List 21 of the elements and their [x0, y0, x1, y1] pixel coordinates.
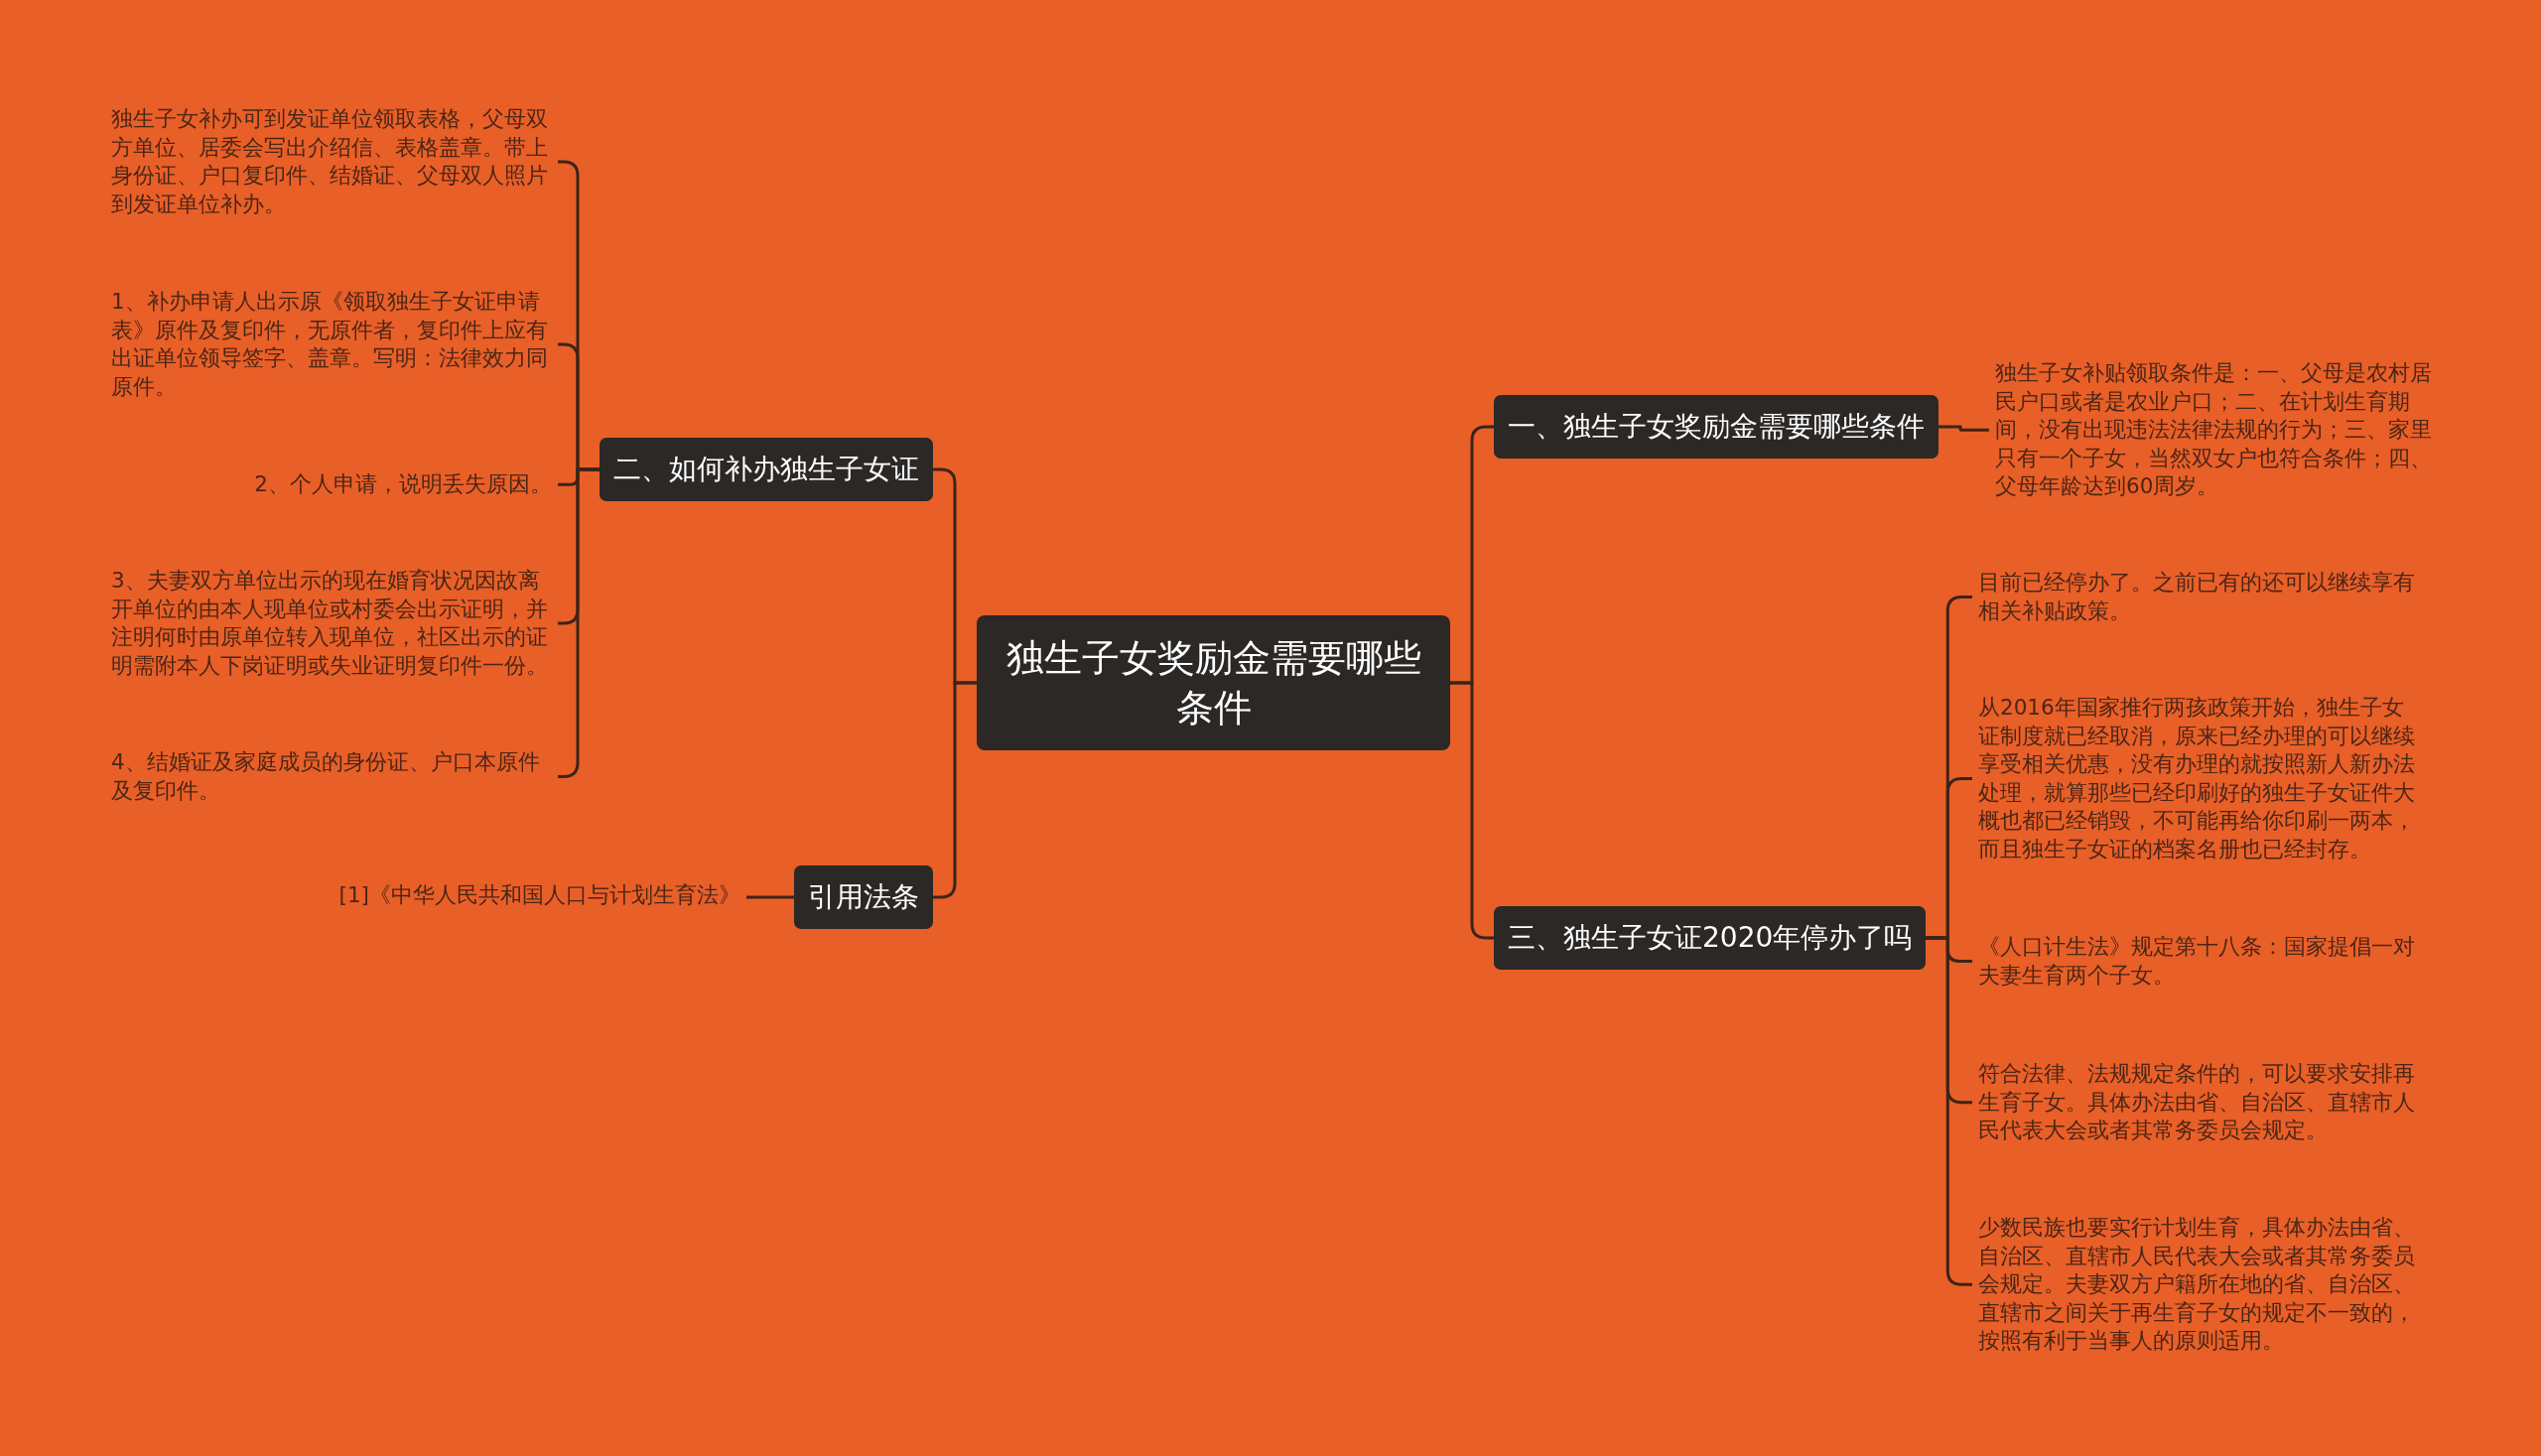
note-text: [1]《中华人民共和国人口与计划生育法》 [333, 881, 746, 910]
connector [1450, 681, 1494, 940]
connector [746, 895, 794, 899]
topic-box: 一、独生子女奖励金需要哪些条件 [1494, 395, 1939, 459]
note-text: 从2016年国家推行两孩政策开始，独生子女证制度就已经取消，原来已经办理的可以继续享受相关优惠，没有办理的就按照新人新办法处理，就算那些已经印刷好的独生子女证件大概也都已经销毁，不可能再给你印刷一两本，而且独生子女证的档案名册也已经封存。 [1972, 694, 2425, 863]
central-topic-box: 独生子女奖励金需要哪些条件 [977, 615, 1450, 750]
note-text: 1、补办申请人出示原《领取独生子女证申请表》原件及复印件，无原件者，复印件上应有出证单位领导签字、盖章。写明：法律效力同原件。 [105, 288, 558, 401]
note-text: 符合法律、法规规定条件的，可以要求安排再生育子女。具体办法由省、自治区、直辖市人民代表大会或者其常务委员会规定。 [1972, 1060, 2425, 1145]
note-text: 目前已经停办了。之前已有的还可以继续享有相关补贴政策。 [1972, 569, 2425, 625]
connector [933, 681, 977, 899]
connector [1939, 425, 1989, 432]
topic-box: 二、如何补办独生子女证 [600, 438, 933, 501]
note-text: 3、夫妻双方单位出示的现在婚育状况因故离开单位的由本人现单位或村委会出示证明，并注明何时由原单位转入现单位，社区出示的证明需附本人下岗证明或失业证明复印件一份。 [105, 567, 558, 680]
topic-box: 引用法条 [794, 865, 933, 929]
note-text: 少数民族也要实行计划生育，具体办法由省、自治区、直辖市人民代表大会或者其常务委员会规定。夫妻双方户籍所在地的省、自治区、直辖市之间关于再生育子女的规定不一致的，按照有利于当事人的原则适用。 [1972, 1214, 2425, 1356]
note-text: 独生子女补贴领取条件是：一、父母是农村居民户口或者是农业户口；二、在计划生育期间，没有出现违法法律法规的行为；三、家里只有一个子女，当然双女户也符合条件；四、父母年龄达到60周岁。 [1989, 359, 2442, 501]
topic-box: 三、独生子女证2020年停办了吗 [1494, 906, 1927, 970]
note-text: 《人口计生法》规定第十八条：国家提倡一对夫妻生育两个子女。 [1972, 933, 2425, 990]
note-text: 4、结婚证及家庭成员的身份证、户口本原件及复印件。 [105, 748, 558, 805]
note-text: 2、个人申请，说明丢失原因。 [248, 470, 558, 499]
note-text: 独生子女补办可到发证单位领取表格，父母双方单位、居委会写出介绍信、表格盖章。带上身份证、户口复印件、结婚证、父母双人照片到发证单位补办。 [105, 105, 558, 218]
